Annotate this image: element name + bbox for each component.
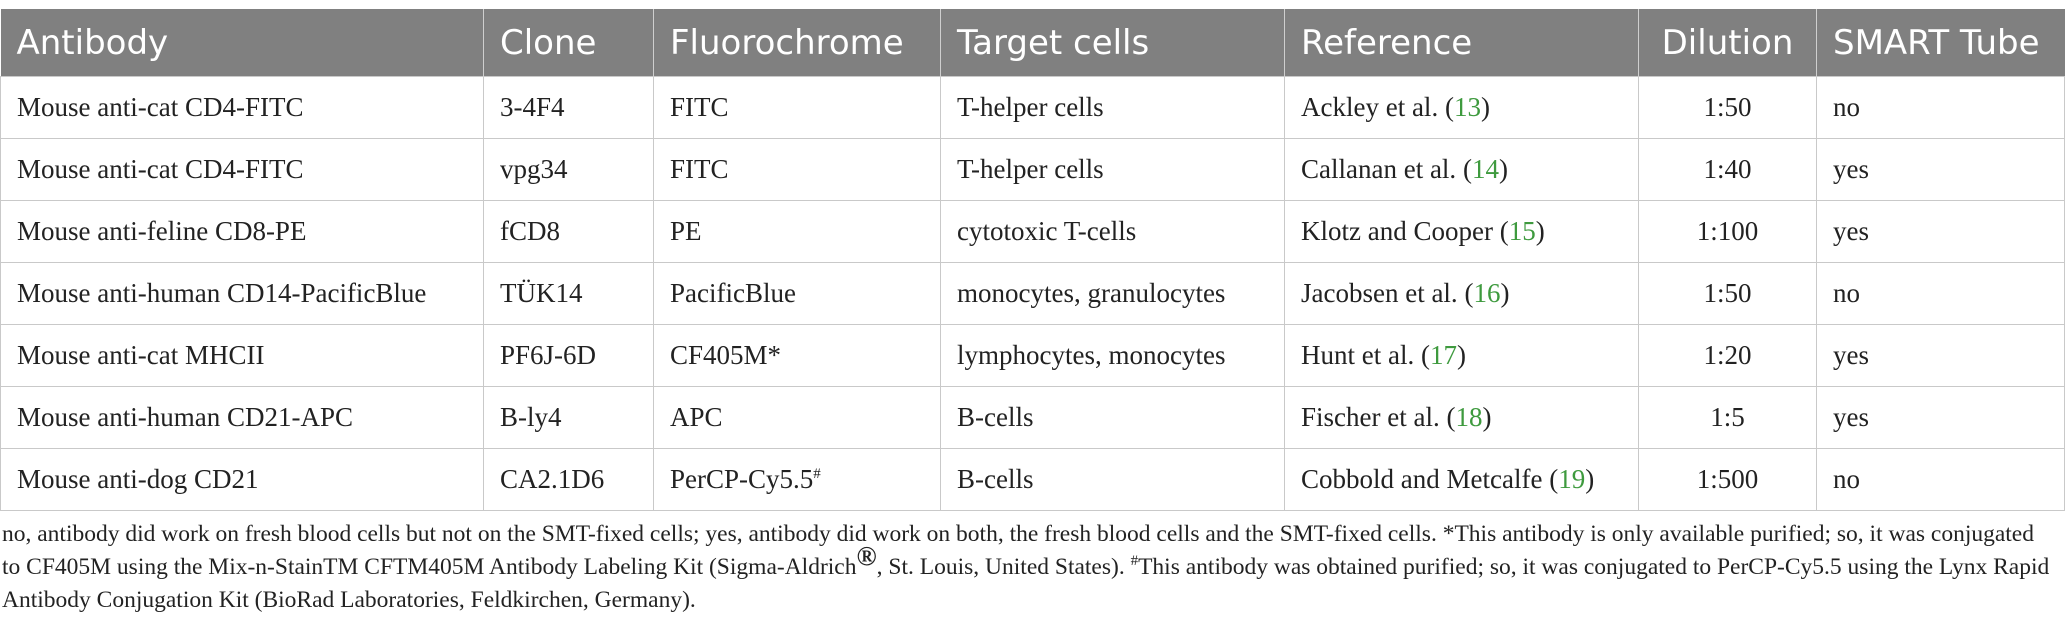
- cell-clone: CA2.1D6: [483, 448, 654, 511]
- footnote-text-3: This antibody was obtained purified; so,…: [2, 554, 2050, 613]
- reference-link[interactable]: 17: [1429, 340, 1457, 370]
- reference-author: Klotz and Cooper: [1301, 216, 1493, 246]
- cell-smart-tube: yes: [1816, 138, 2065, 201]
- cell-reference: Klotz and Cooper (15): [1284, 200, 1639, 263]
- cell-antibody: Mouse anti-cat CD4-FITC: [0, 138, 484, 201]
- reference-link[interactable]: 19: [1558, 464, 1586, 494]
- cell-reference: Hunt et al. (17): [1284, 324, 1639, 387]
- reference-author: Callanan et al.: [1301, 154, 1457, 184]
- cell-clone: 3-4F4: [483, 76, 654, 139]
- reference-link[interactable]: 13: [1453, 92, 1481, 122]
- cell-clone: vpg34: [483, 138, 654, 201]
- cell-fluorochrome: FITC: [653, 138, 941, 201]
- cell-smart-tube: no: [1816, 448, 2065, 511]
- reference-author: Hunt et al.: [1301, 340, 1415, 370]
- cell-fluorochrome: PerCP-Cy5.5#: [653, 448, 941, 511]
- cell-dilution: 1:50: [1638, 76, 1817, 139]
- cell-reference: Fischer et al. (18): [1284, 386, 1639, 449]
- footnote-hash-mark: #: [1130, 553, 1139, 570]
- col-header-fluorochrome: Fluorochrome: [653, 9, 941, 77]
- reference-link[interactable]: 15: [1508, 216, 1536, 246]
- cell-reference: Ackley et al. (13): [1284, 76, 1639, 139]
- col-header-antibody: Antibody: [0, 9, 484, 77]
- cell-target-cells: monocytes, granulocytes: [940, 262, 1285, 325]
- cell-clone: B-ly4: [483, 386, 654, 449]
- footnote-text-1: no, antibody did work on fresh blood cel…: [2, 521, 2034, 580]
- cell-dilution: 1:50: [1638, 262, 1817, 325]
- cell-antibody: Mouse anti-cat MHCII: [0, 324, 484, 387]
- cell-fluorochrome: CF405M*: [653, 324, 941, 387]
- cell-reference: Jacobsen et al. (16): [1284, 262, 1639, 325]
- reference-link[interactable]: 16: [1473, 278, 1501, 308]
- reference-author: Fischer et al.: [1301, 402, 1440, 432]
- cell-dilution: 1:500: [1638, 448, 1817, 511]
- cell-target-cells: B-cells: [940, 386, 1285, 449]
- cell-dilution: 1:20: [1638, 324, 1817, 387]
- cell-dilution: 1:5: [1638, 386, 1817, 449]
- cell-antibody: Mouse anti-cat CD4-FITC: [0, 76, 484, 139]
- fluorochrome-label: APC: [670, 402, 723, 432]
- cell-fluorochrome: PE: [653, 200, 941, 263]
- cell-smart-tube: no: [1816, 262, 2065, 325]
- cell-antibody: Mouse anti-human CD21-APC: [0, 386, 484, 449]
- reference-link[interactable]: 14: [1471, 154, 1499, 184]
- fluorochrome-footnote-mark: #: [813, 466, 821, 482]
- fluorochrome-label: CF405M*: [670, 340, 782, 370]
- cell-smart-tube: yes: [1816, 200, 2065, 263]
- registered-mark: ®: [856, 541, 877, 572]
- cell-reference: Callanan et al. (14): [1284, 138, 1639, 201]
- cell-dilution: 1:40: [1638, 138, 1817, 201]
- fluorochrome-label: PE: [670, 216, 702, 246]
- cell-smart-tube: yes: [1816, 324, 2065, 387]
- cell-smart-tube: yes: [1816, 386, 2065, 449]
- col-header-smart-tube: SMART Tube: [1816, 9, 2065, 77]
- table-footnote: no, antibody did work on fresh blood cel…: [2, 518, 2052, 617]
- cell-target-cells: T-helper cells: [940, 76, 1285, 139]
- reference-link[interactable]: 18: [1455, 402, 1483, 432]
- cell-target-cells: T-helper cells: [940, 138, 1285, 201]
- cell-antibody: Mouse anti-dog CD21: [0, 448, 484, 511]
- reference-author: Jacobsen et al.: [1301, 278, 1458, 308]
- cell-smart-tube: no: [1816, 76, 2065, 139]
- reference-author: Cobbold and Metcalfe: [1301, 464, 1543, 494]
- cell-clone: PF6J-6D: [483, 324, 654, 387]
- cell-clone: fCD8: [483, 200, 654, 263]
- cell-reference: Cobbold and Metcalfe (19): [1284, 448, 1639, 511]
- fluorochrome-label: FITC: [670, 154, 729, 184]
- col-header-dilution: Dilution: [1638, 9, 1817, 77]
- reference-author: Ackley et al.: [1301, 92, 1439, 122]
- antibody-table: Antibody Clone Fluorochrome Target cells…: [0, 9, 2065, 511]
- cell-fluorochrome: FITC: [653, 76, 941, 139]
- cell-antibody: Mouse anti-human CD14-PacificBlue: [0, 262, 484, 325]
- col-header-target-cells: Target cells: [940, 9, 1285, 77]
- cell-clone: TÜK14: [483, 262, 654, 325]
- table-container: Antibody Clone Fluorochrome Target cells…: [0, 9, 2068, 511]
- cell-dilution: 1:100: [1638, 200, 1817, 263]
- cell-target-cells: B-cells: [940, 448, 1285, 511]
- col-header-reference: Reference: [1284, 9, 1639, 77]
- footnote-text-2: , St. Louis, United States).: [876, 554, 1131, 580]
- cell-fluorochrome: PacificBlue: [653, 262, 941, 325]
- cell-target-cells: cytotoxic T-cells: [940, 200, 1285, 263]
- cell-antibody: Mouse anti-feline CD8-PE: [0, 200, 484, 263]
- cell-fluorochrome: APC: [653, 386, 941, 449]
- fluorochrome-label: PacificBlue: [670, 278, 796, 308]
- fluorochrome-label: FITC: [670, 92, 729, 122]
- fluorochrome-label: PerCP-Cy5.5: [670, 464, 814, 494]
- cell-target-cells: lymphocytes, monocytes: [940, 324, 1285, 387]
- col-header-clone: Clone: [483, 9, 654, 77]
- header-row: Antibody Clone Fluorochrome Target cells…: [0, 9, 2065, 77]
